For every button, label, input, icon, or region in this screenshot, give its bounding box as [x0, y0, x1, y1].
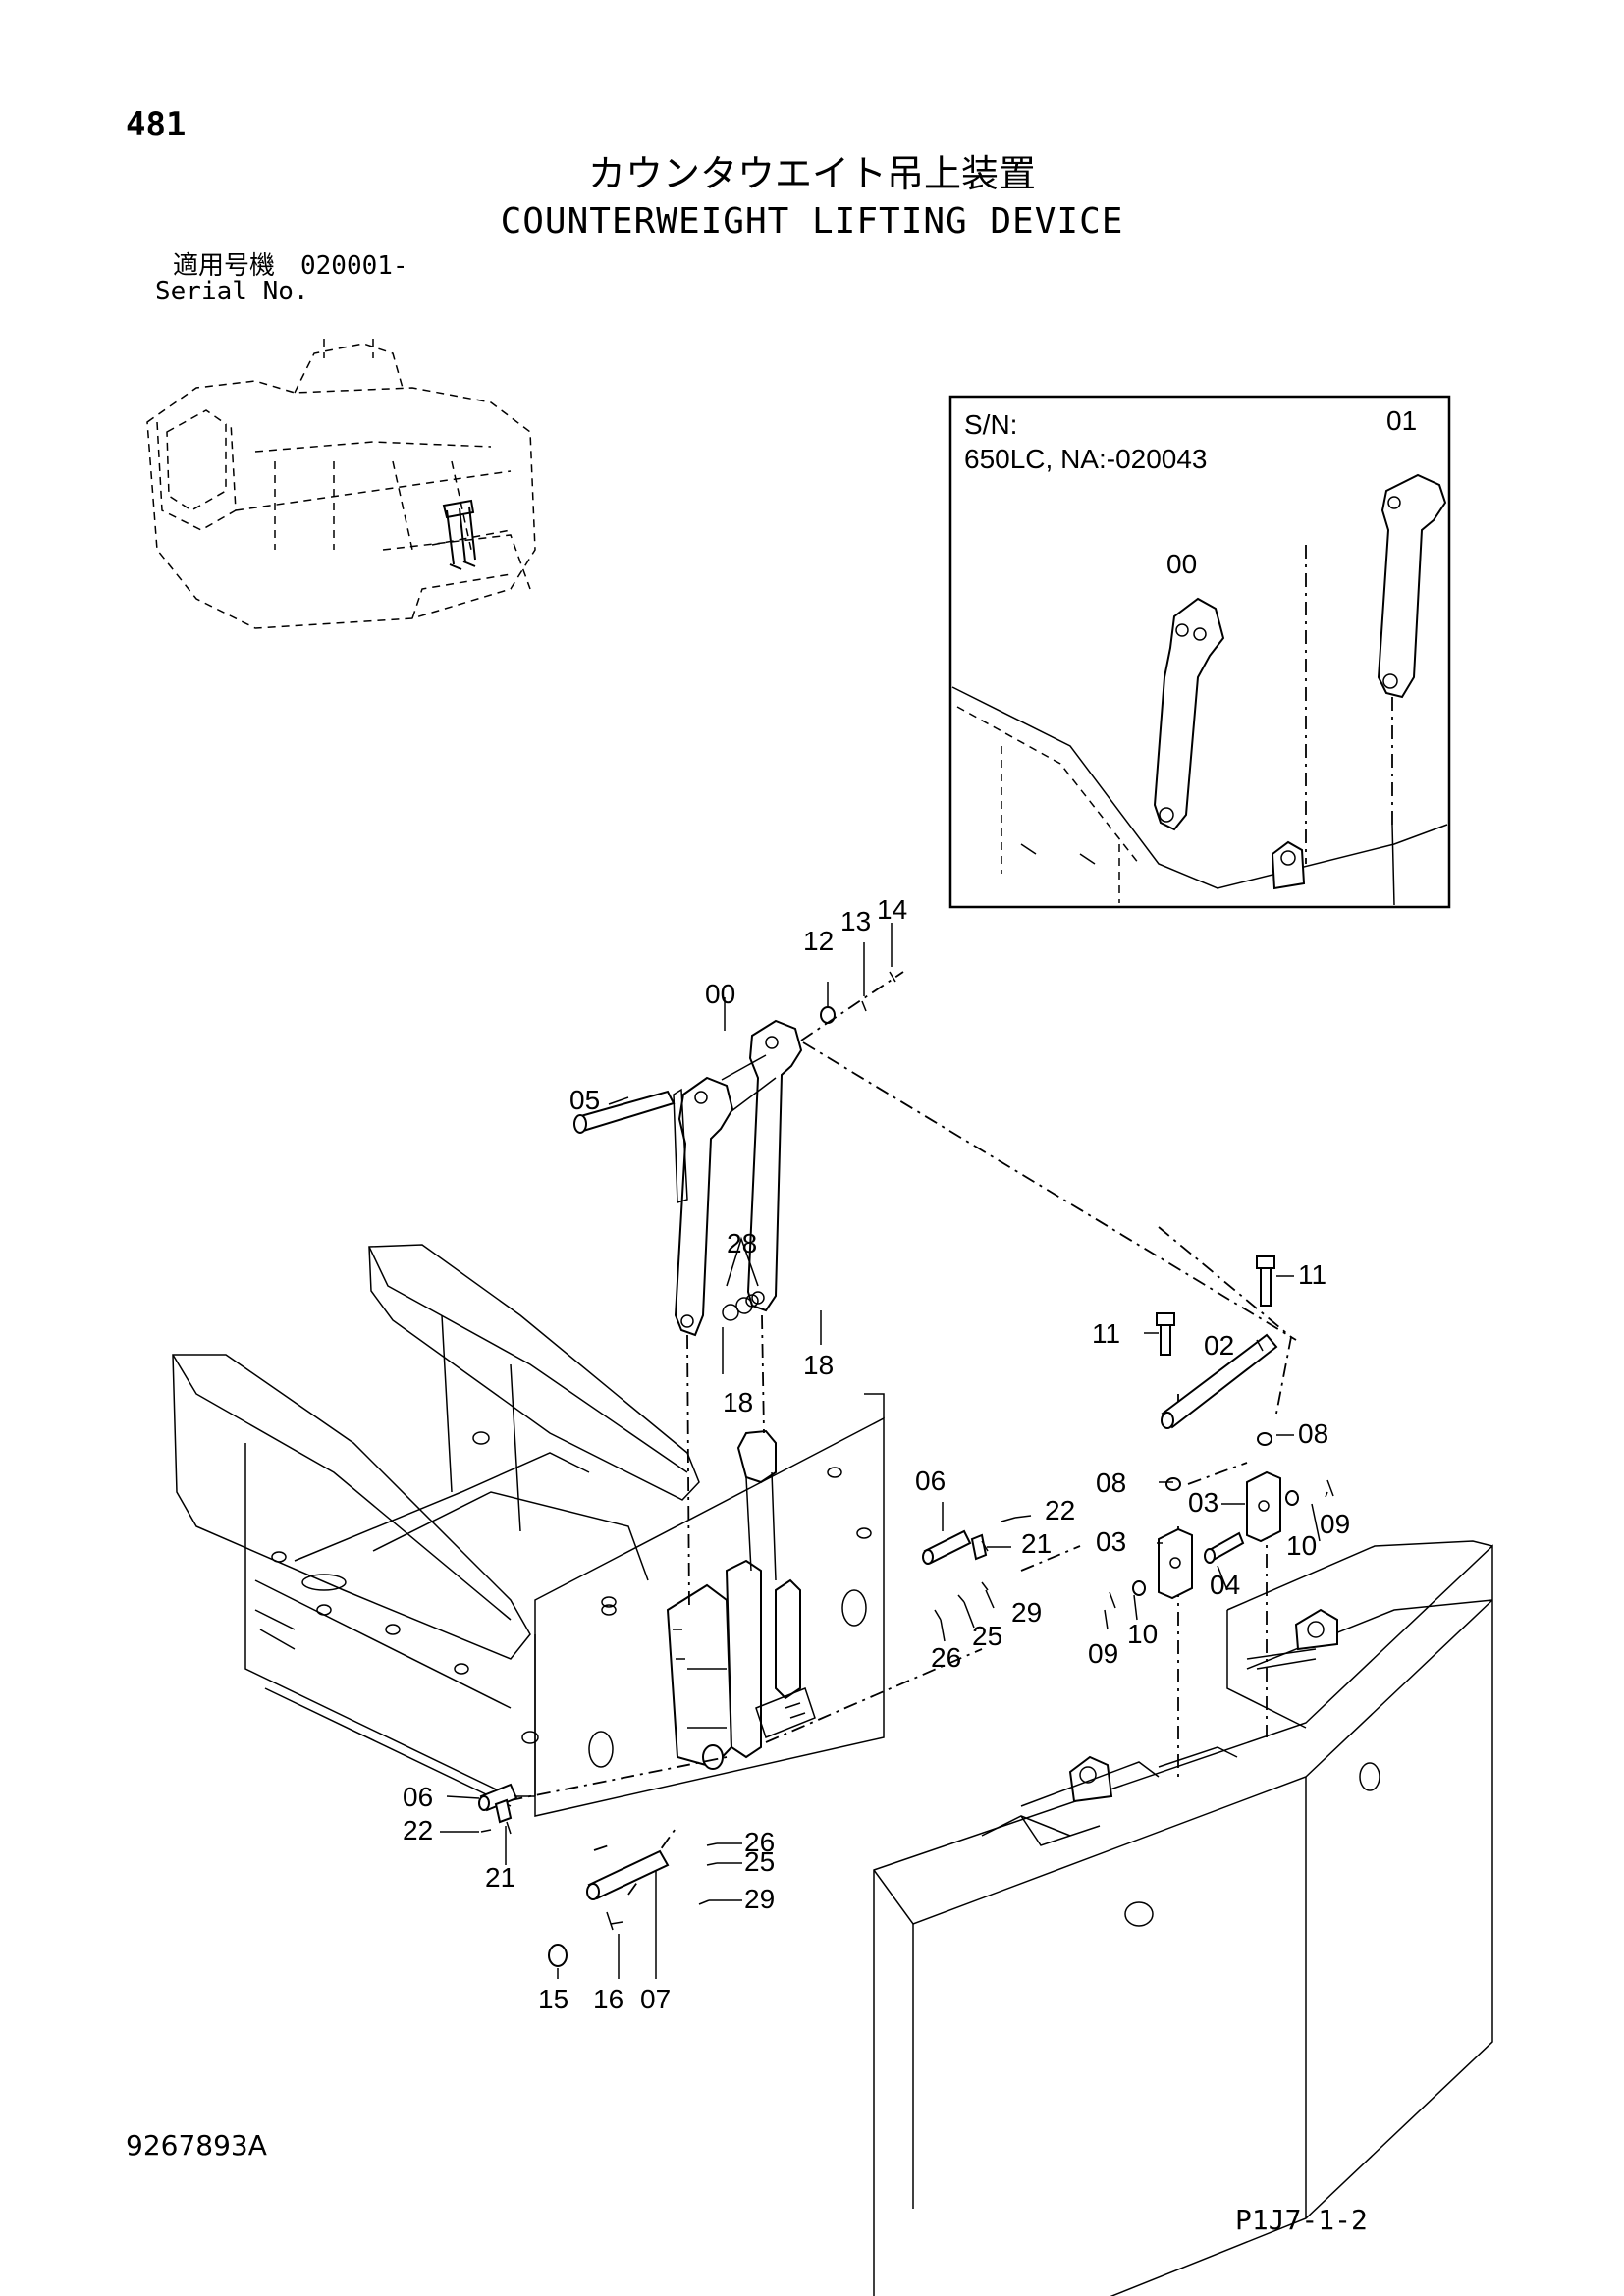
- pin-07-assembly: [548, 1849, 670, 1967]
- callout-labels: 12 13 14 00 05 28 18 18 11 11 02 08 08 0…: [403, 894, 1350, 2014]
- callout-16: 16: [593, 1984, 623, 2014]
- callout-25-left: 25: [744, 1846, 775, 1877]
- callout-08-lower: 08: [1096, 1468, 1126, 1498]
- machine-overview-illustration: [146, 339, 536, 629]
- callout-26-left: 26: [744, 1827, 775, 1857]
- callout-29-right: 29: [1011, 1597, 1042, 1628]
- callout-03-lower: 03: [1096, 1526, 1126, 1557]
- page-code: P1J7-1-2: [1235, 2204, 1368, 2236]
- callout-21-left: 21: [485, 1862, 515, 1893]
- callout-18-left: 18: [723, 1387, 753, 1417]
- lifting-link-pair: [673, 1019, 803, 1337]
- inset-callout-01: 01: [1386, 405, 1417, 436]
- callout-28: 28: [727, 1228, 757, 1258]
- callout-11-lower: 11: [1092, 1318, 1120, 1349]
- callout-29-left: 29: [744, 1884, 775, 1914]
- callout-05: 05: [569, 1085, 600, 1115]
- callout-03-upper: 03: [1188, 1487, 1218, 1518]
- callout-07: 07: [640, 1984, 671, 2014]
- callout-22-left: 22: [403, 1815, 433, 1845]
- callout-00: 00: [705, 979, 735, 1009]
- bolts-11: [1156, 1255, 1275, 1356]
- pin-04-and-washers: [1109, 1479, 1334, 1609]
- callout-13: 13: [840, 906, 871, 936]
- serial-applicability-en: Serial No.: [155, 277, 309, 306]
- callout-06-right: 06: [915, 1466, 946, 1496]
- callout-09-upper: 09: [1320, 1509, 1350, 1539]
- callout-25-right: 25: [972, 1621, 1002, 1651]
- callout-22-right: 22: [1045, 1495, 1075, 1525]
- callout-26-right: 26: [931, 1642, 961, 1673]
- callout-21-right: 21: [1021, 1528, 1052, 1559]
- title-english: COUNTERWEIGHT LIFTING DEVICE: [500, 201, 1124, 241]
- blocks-03: [1158, 1432, 1281, 1600]
- callout-18-right: 18: [803, 1350, 834, 1380]
- callout-06-left: 06: [403, 1782, 433, 1812]
- callout-10-upper: 10: [1286, 1530, 1317, 1561]
- leader-lines: [440, 923, 1328, 1979]
- inset-sn-range: 650LC, NA:-020043: [964, 444, 1208, 474]
- callout-11-upper: 11: [1298, 1259, 1326, 1290]
- callout-10-lower: 10: [1127, 1619, 1158, 1649]
- inset-sn-label: S/N:: [964, 409, 1017, 440]
- callout-08-upper: 08: [1298, 1418, 1328, 1449]
- upper-frame: [172, 1244, 885, 1817]
- callout-02: 02: [1204, 1330, 1234, 1361]
- document-number: 9267893A: [126, 2129, 267, 2162]
- counterweight: [873, 1540, 1493, 2296]
- rod-02: [1161, 1333, 1278, 1429]
- callout-15: 15: [538, 1984, 568, 2014]
- assembly-center-lines: [480, 971, 1297, 1896]
- pin-06-assembly-left: [478, 1783, 518, 1835]
- title-japanese: カウンタウエイト吊上装置: [587, 152, 1036, 195]
- washer-stack: [820, 971, 896, 1024]
- inset-callout-00: 00: [1166, 549, 1197, 579]
- inset-detail-box: S/N: 650LC, NA:-020043 01 00: [948, 395, 1451, 909]
- lifting-bracket-assembly: [666, 1429, 816, 1770]
- page-number: 481: [126, 105, 187, 144]
- callout-12: 12: [803, 926, 834, 956]
- callout-14: 14: [877, 894, 907, 925]
- pin-parts-26-25-29-left: [698, 1842, 718, 1905]
- callout-04: 04: [1210, 1570, 1240, 1600]
- serial-applicability-jp: 適用号機 020001-: [173, 251, 408, 281]
- pin-06-assembly-right: [922, 1517, 1016, 1565]
- callout-09-lower: 09: [1088, 1638, 1118, 1669]
- pin-parts-26-25-29-right: [934, 1581, 989, 1621]
- pin-05: [573, 1090, 676, 1134]
